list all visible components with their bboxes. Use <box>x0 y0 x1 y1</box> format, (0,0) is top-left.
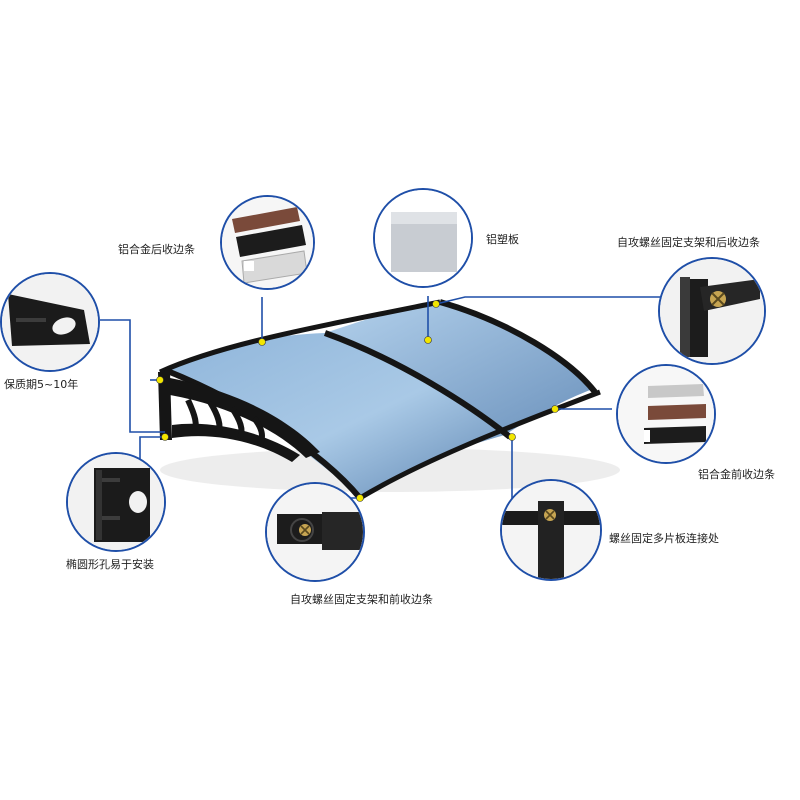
callout-rear-strip <box>220 195 315 290</box>
callout-bracket-front <box>265 482 365 582</box>
bracket-plate-icon <box>2 274 98 370</box>
panel-sample-icon <box>375 190 471 286</box>
callout-warranty <box>0 272 100 372</box>
label-warranty: 保质期5~10年 <box>4 378 79 391</box>
callout-panel <box>373 188 473 288</box>
label-oval-hole: 椭圆形孔易于安装 <box>66 558 154 571</box>
callout-joint <box>500 479 602 581</box>
canopy-panel-left <box>165 333 505 498</box>
callout-bracket-rear <box>658 257 766 365</box>
label-joint: 螺丝固定多片板连接处 <box>609 532 719 545</box>
canopy-panel-right <box>325 302 590 435</box>
label-panel: 铝塑板 <box>486 233 519 246</box>
label-rear-strip: 铝合金后收边条 <box>118 243 195 256</box>
canopy-bracket <box>158 372 320 462</box>
aluminium-strip-icon <box>222 197 313 288</box>
bracket-screw-icon <box>660 259 764 363</box>
callout-oval-hole <box>66 452 166 552</box>
callout-front-strip <box>616 364 716 464</box>
front-bracket-screw-icon <box>267 484 363 580</box>
label-front-strip: 铝合金前收边条 <box>698 468 775 481</box>
label-bracket-front: 自攻螺丝固定支架和前收边条 <box>290 593 433 606</box>
panel-joint-icon <box>502 481 600 579</box>
front-strip-icon <box>618 366 714 462</box>
oval-hole-plate-icon <box>68 454 164 550</box>
label-bracket-rear: 自攻螺丝固定支架和后收边条 <box>617 236 760 249</box>
